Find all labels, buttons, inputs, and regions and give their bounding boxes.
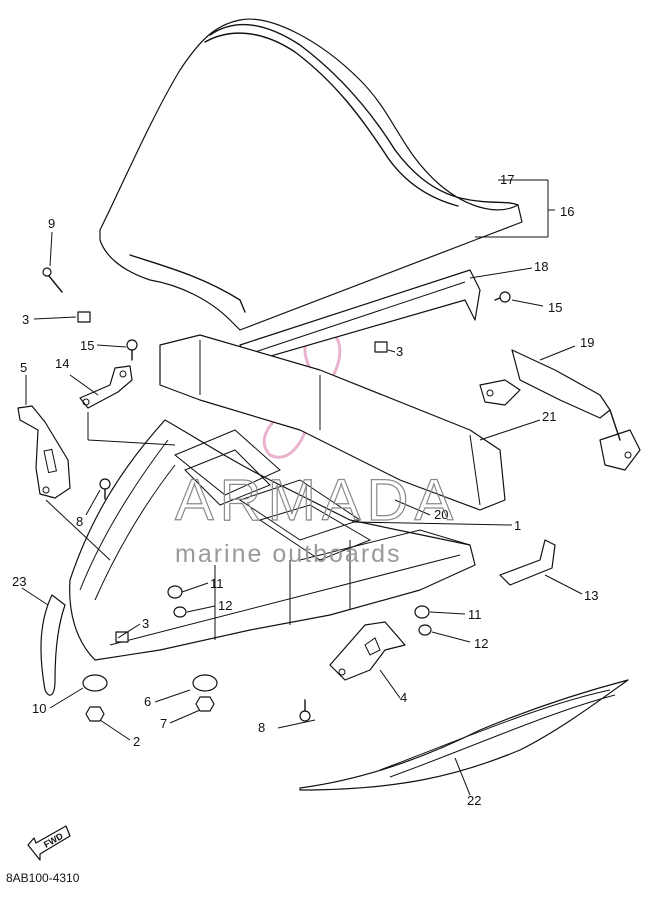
grommet-10-icon <box>82 674 108 692</box>
watermark-text: ARMADA marine outboards <box>174 467 459 568</box>
callout-6: 6 <box>144 694 151 709</box>
diagram-code: 8AB100-4310 <box>6 871 80 885</box>
callout-15b: 15 <box>548 300 562 315</box>
callout-4: 4 <box>400 690 407 705</box>
bolt-8a-icon <box>99 478 111 500</box>
nut-3b-icon <box>374 341 388 353</box>
callout-13: 13 <box>584 588 598 603</box>
collar-12a-icon <box>173 606 187 618</box>
callout-8b: 8 <box>258 720 265 735</box>
nut-2-icon <box>85 706 105 722</box>
windshield <box>99 18 523 331</box>
callout-14: 14 <box>55 356 69 371</box>
callout-3a: 3 <box>22 312 29 327</box>
callout-12b: 12 <box>474 636 488 651</box>
callout-9: 9 <box>48 216 55 231</box>
callout-2: 2 <box>133 734 140 749</box>
cowling-body <box>69 419 476 661</box>
air-duct <box>159 334 506 511</box>
callout-21: 21 <box>542 409 556 424</box>
callout-8a: 8 <box>76 514 83 529</box>
watermark-brand: ARMADA <box>175 468 459 533</box>
callout-5: 5 <box>20 360 27 375</box>
callout-15a: 15 <box>80 338 94 353</box>
fasteners <box>42 267 511 722</box>
bolt-15a-icon <box>126 339 138 361</box>
callout-12a: 12 <box>218 598 232 613</box>
callout-22: 22 <box>467 793 481 808</box>
callout-10: 10 <box>32 701 46 716</box>
leader-lines <box>21 179 583 796</box>
grommet-6-icon <box>192 674 218 692</box>
forward-arrow-icon <box>27 825 71 861</box>
bracket-13 <box>499 539 556 586</box>
bracket-4 <box>329 621 406 681</box>
callout-11a: 11 <box>210 576 224 591</box>
nut-3a-icon <box>77 311 91 323</box>
nut-7-icon <box>195 696 215 712</box>
callout-17: 17 <box>500 172 514 187</box>
side-seal <box>40 594 66 696</box>
callout-3b: 3 <box>396 344 403 359</box>
callout-19: 19 <box>580 335 594 350</box>
bolt-15b-icon <box>494 291 511 303</box>
hinge-assembly <box>479 349 641 471</box>
bracket-14 <box>79 365 133 409</box>
callout-16: 16 <box>560 204 574 219</box>
callout-18: 18 <box>534 259 548 274</box>
fwd-arrow: FWD <box>27 825 71 861</box>
screw-9-icon <box>42 267 63 293</box>
nut-3c-icon <box>115 631 129 643</box>
callout-23: 23 <box>12 574 26 589</box>
grommet-11b-icon <box>414 605 430 619</box>
bracket-left <box>17 405 71 499</box>
callouts: 17 16 18 15 3 19 21 20 1 13 11 12 4 8 22… <box>12 172 598 808</box>
callout-3c: 3 <box>142 616 149 631</box>
watermark-tagline: marine outboards <box>175 540 402 568</box>
collar-12b-icon <box>418 624 432 636</box>
callout-11b: 11 <box>468 607 482 622</box>
grommet-11a-icon <box>167 585 183 599</box>
callout-7: 7 <box>160 716 167 731</box>
callout-20: 20 <box>434 507 448 522</box>
bolt-8b-icon <box>299 699 311 722</box>
decal-strip <box>299 679 629 791</box>
callout-1: 1 <box>514 518 521 533</box>
